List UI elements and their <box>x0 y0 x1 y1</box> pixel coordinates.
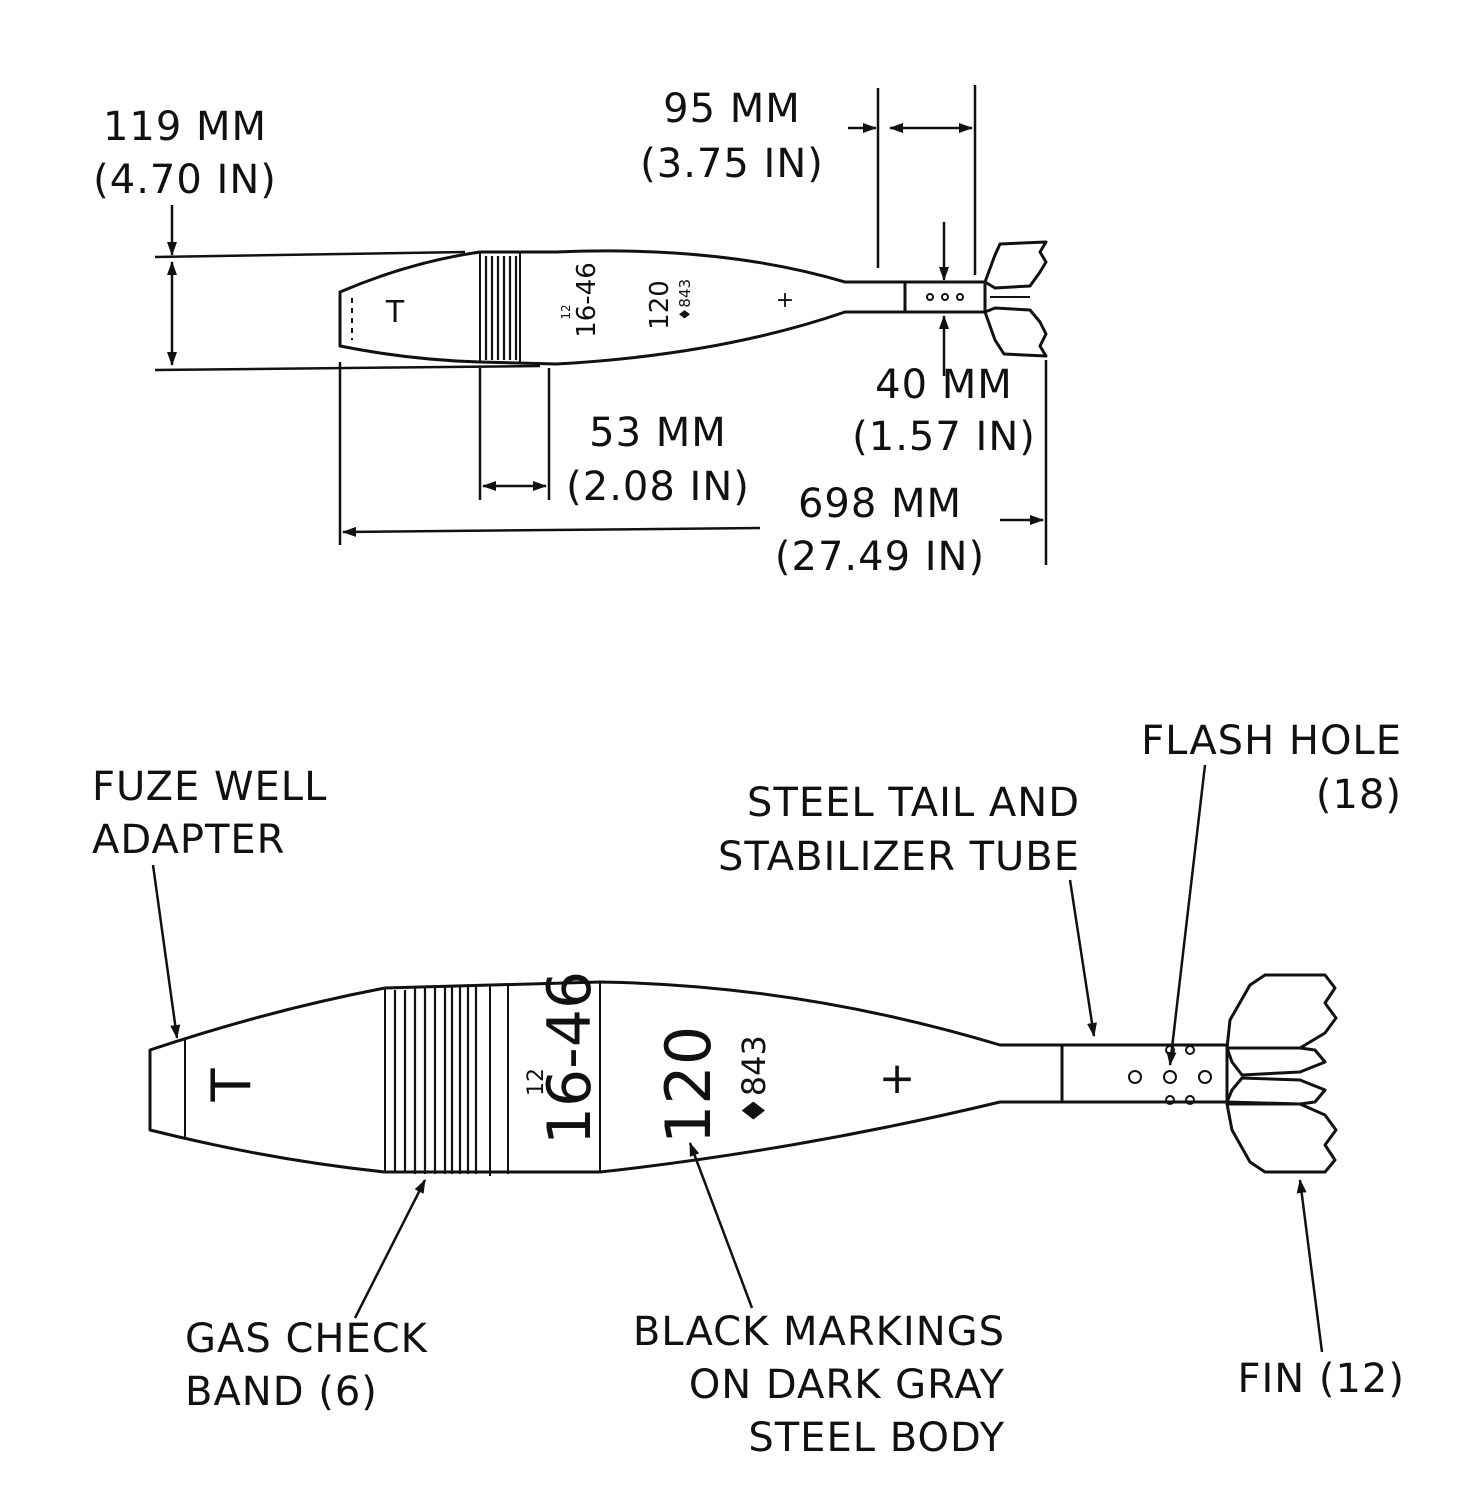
small-cross-mark: + <box>776 288 794 313</box>
tail-label-line2: STABILIZER TUBE <box>718 834 1080 880</box>
dimensioned-view: T 12 16-46 120 ♦843 + 119 MM (4.70 IN) 9… <box>93 85 1048 580</box>
fin-leader <box>1296 1179 1324 1353</box>
diameter-dimension <box>154 205 541 372</box>
gas-check-leader <box>353 1179 427 1319</box>
tail-length-mm-label: 95 MM <box>663 86 801 132</box>
tail-diameter-in-label: (1.57 IN) <box>852 414 1036 460</box>
fuze-well-label-line2: ADAPTER <box>92 817 285 863</box>
large-filler-code: ♦843 <box>735 1035 773 1125</box>
tail-diameter-mm-label: 40 MM <box>875 362 1013 408</box>
band-width-in-label: (2.08 IN) <box>566 464 750 510</box>
large-lot-number: 16-46 <box>535 971 605 1145</box>
diameter-in-label: (4.70 IN) <box>93 157 277 203</box>
large-cartridge-outline <box>148 973 1338 1176</box>
fin-label: FIN (12) <box>1237 1356 1405 1402</box>
small-cartridge-outline <box>338 240 1048 366</box>
small-filler-code: ♦843 <box>676 279 694 321</box>
band-width-dimension <box>478 368 551 500</box>
labeled-view: T 12 16-46 120 ♦843 + FUZE WELL ADAPTER … <box>92 718 1405 1461</box>
flash-hole-label-line2: (18) <box>1316 772 1402 818</box>
large-lot-superscript: 12 <box>524 1068 549 1096</box>
fuze-well-leader <box>151 864 181 1039</box>
overall-length-dimension <box>338 360 1048 565</box>
large-fuze-letter: T <box>200 1068 263 1103</box>
flash-hole-label-line1: FLASH HOLE <box>1141 718 1402 764</box>
gas-check-label-line2: BAND (6) <box>185 1369 378 1415</box>
large-cross-mark: + <box>879 1053 916 1104</box>
overall-length-in-label: (27.49 IN) <box>775 534 985 580</box>
large-caliber: 120 <box>652 1026 725 1144</box>
tail-length-dimension <box>848 85 977 275</box>
markings-label-line1: BLACK MARKINGS <box>633 1309 1005 1355</box>
gas-check-label-line1: GAS CHECK <box>185 1316 429 1362</box>
small-caliber: 120 <box>645 280 675 330</box>
small-lot-number: 16-46 <box>572 262 602 338</box>
small-lot-superscript: 12 <box>559 304 573 319</box>
markings-label-line3: STEEL BODY <box>748 1415 1005 1461</box>
band-width-mm-label: 53 MM <box>589 410 727 456</box>
tail-length-in-label: (3.75 IN) <box>640 141 824 187</box>
small-fuze-letter: T <box>385 295 405 330</box>
tail-label-line1: STEEL TAIL AND <box>747 780 1080 826</box>
diameter-mm-label: 119 MM <box>103 104 267 150</box>
overall-length-mm-label: 698 MM <box>798 481 962 527</box>
flash-hole-leader <box>1166 764 1207 1066</box>
markings-label-line2: ON DARK GRAY <box>689 1362 1005 1408</box>
fuze-well-label-line1: FUZE WELL <box>92 764 327 810</box>
markings-leader <box>688 1142 754 1309</box>
tail-leader <box>1068 879 1097 1037</box>
